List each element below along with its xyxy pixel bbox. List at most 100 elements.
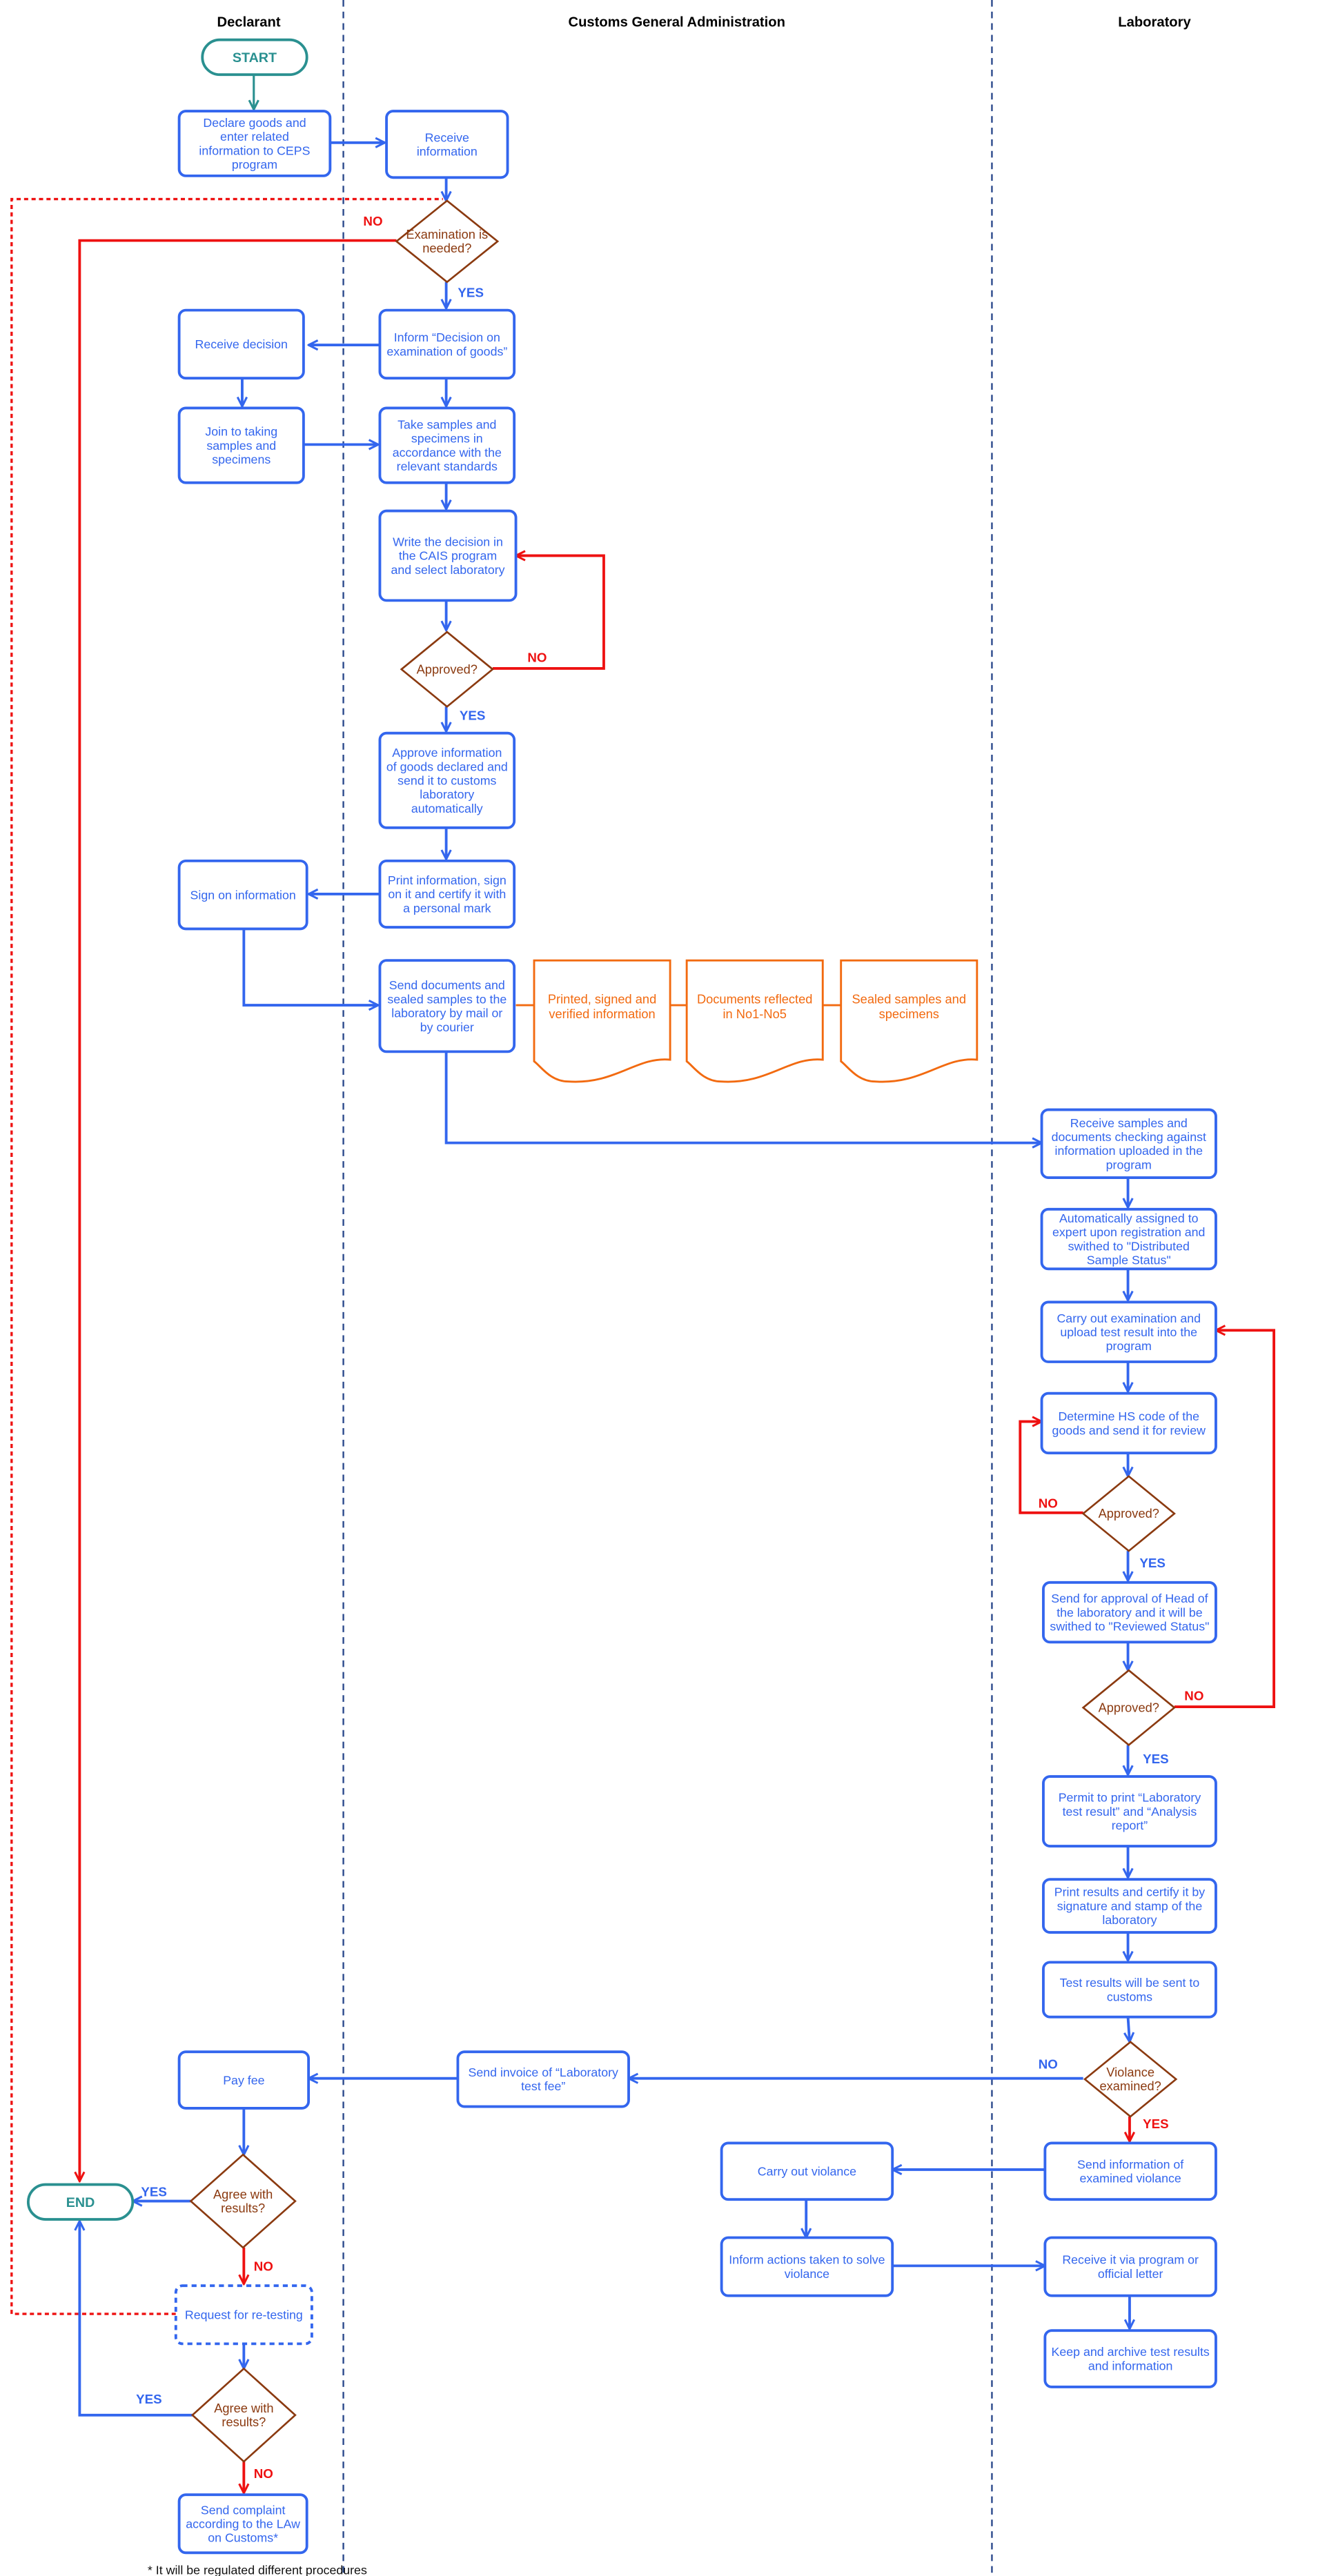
label-agree1-no: NO [254,2259,273,2274]
start-terminal: START [201,38,308,77]
take-samples-box-shape [378,406,516,484]
send-invoice-box-shape [456,2050,630,2108]
receive-decision-box-shape [177,308,305,380]
send-documents-box-shape [378,959,516,1053]
arrow-exam-no-to-end [79,239,397,2181]
label-agree2-no: NO [254,2466,273,2481]
lab-approved-2-decision-label: Approved? [1099,1701,1159,1715]
lab-send-violance-info-box-shape [1043,2141,1217,2201]
footnote: * It will be regulated different procedu… [148,2564,367,2576]
lab-permit-print-box-shape [1042,1775,1217,1847]
lab-keep-archive-box-shape [1043,2329,1217,2388]
sign-information-box-label: Sign on information [190,888,296,902]
lab-auto-assigned-box-shape [1040,1207,1217,1271]
label-violance-no: NO [1039,2057,1058,2071]
agree-results-2-decision-shape [190,2367,297,2463]
write-decision-box-shape [378,509,518,602]
declare-goods-box-shape [177,110,332,177]
arrow-agree2-yes-to-end [79,2221,193,2417]
approved-decision: Approved? [400,631,495,708]
lab-print-results-box-shape [1042,1878,1217,1934]
label-agree2-yes: YES [136,2392,162,2406]
sign-information-box-shape [177,859,308,931]
connectors [10,75,1276,2493]
pay-fee-box-label: Pay fee [223,2073,264,2087]
label-exam-yes: YES [458,285,484,299]
lab-receive-via-program-box-shape [1043,2236,1217,2297]
request-retesting-box-shape [174,2284,313,2346]
label-lab-approved2-yes: YES [1143,1752,1169,1766]
sign-information-box: Sign on information [177,859,308,931]
arrow-approved1-no-to-hs [1019,1422,1083,1514]
document-sealed-samples-shape [840,959,979,1083]
receive-decision-box-label: Receive decision [195,337,288,351]
label-violance-yes: YES [1143,2117,1169,2131]
arrow-approved-no-to-write [492,555,605,670]
end-terminal: END [26,2183,135,2221]
start-label: START [233,50,277,66]
request-retesting-box-label: Request for re-testing [185,2308,303,2322]
print-information-box-shape [378,859,516,929]
label-agree1-yes: YES [141,2184,167,2199]
lab-approved-1-decision-shape [1081,1475,1176,1552]
end-label: END [66,2195,95,2210]
lane-title-declarant: Declarant [217,14,281,30]
document-printed-info-shape [533,959,671,1083]
lane-title-customs: Customs General Administration [569,14,785,30]
carry-out-violance-box-shape [720,2141,894,2201]
inform-decision-box-shape [378,308,516,380]
label-lab-approved1-no: NO [1039,1496,1058,1511]
send-complaint-box-shape [177,2493,308,2555]
lane-title-laboratory: Laboratory [1118,14,1191,30]
carry-out-violance-box: Carry out violance [720,2141,894,2201]
document-no1-no5-shape [685,959,824,1083]
lab-carry-out-examination-box-shape [1040,1300,1217,1363]
lab-send-for-approval-box-shape [1042,1581,1217,1644]
label-lab-approved1-yes: YES [1139,1556,1166,1570]
lab-test-results-sent-box-shape [1042,1961,1217,2019]
